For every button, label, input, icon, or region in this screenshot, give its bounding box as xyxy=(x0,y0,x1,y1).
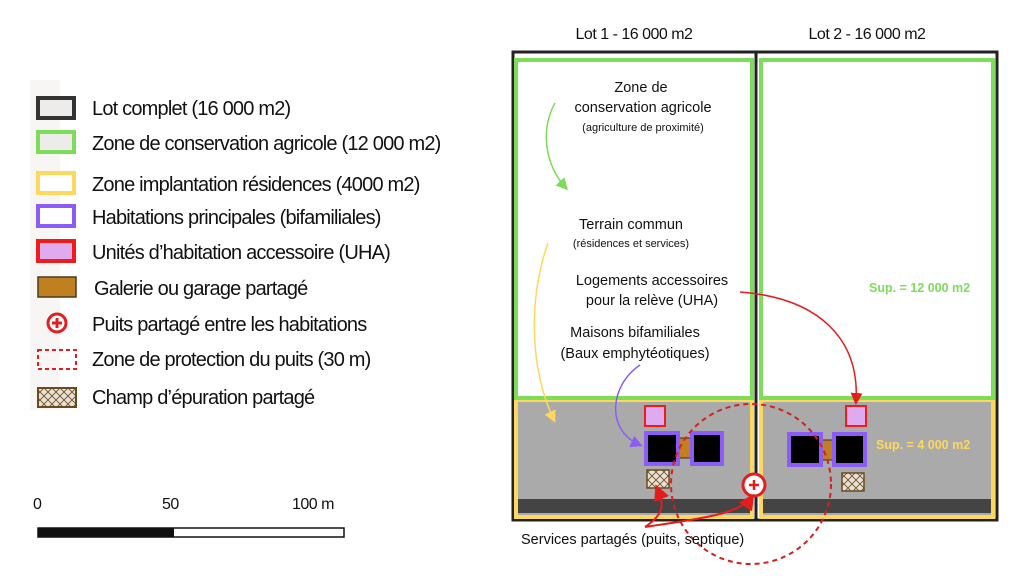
well-plus-icon xyxy=(741,472,767,498)
septic-field xyxy=(841,472,865,492)
maisons-label: Maisons bifamiliales xyxy=(570,325,700,341)
legend-item-house: Habitations principales (bifamiliales) xyxy=(36,204,382,229)
legend-label: Lot complet (16 000 m2) xyxy=(92,98,291,120)
scale-tick-label: 0 xyxy=(33,496,42,513)
legend-item-protection: Zone de protection du puits (30 m) xyxy=(37,349,371,371)
terrain-commun-sublabel: (résidences et services) xyxy=(573,238,689,250)
scale-tick-label: 50 xyxy=(162,496,179,513)
house xyxy=(832,432,867,467)
house xyxy=(787,432,823,467)
legend-label: Unités d’habitation accessoire (UHA) xyxy=(92,242,390,264)
lot1-agri-zone xyxy=(514,58,754,400)
legend-item-agri: Zone de conservation agricole (12 000 m2… xyxy=(36,130,441,155)
legend-label: Zone implantation résidences (4000 m2) xyxy=(92,174,420,196)
legend-item-well: Puits partagé entre les habitations xyxy=(46,312,368,336)
house xyxy=(690,431,724,466)
hatch-swatch-icon xyxy=(37,387,77,408)
red-arrow-icon xyxy=(739,291,863,405)
legend: Lot complet (16 000 m2) Zone de conserva… xyxy=(30,80,441,410)
house-swatch-icon xyxy=(36,204,76,228)
legend-item-uha: Unités d’habitation accessoire (UHA) xyxy=(36,239,391,264)
res-swatch-icon xyxy=(36,171,76,195)
lot2-agri-zone xyxy=(759,58,995,400)
yellow-arrow-icon xyxy=(533,242,556,423)
agri-swatch-icon xyxy=(36,130,76,154)
terrain-commun-label: Terrain commun xyxy=(579,217,683,233)
legend-label: Champ d’épuration partagé xyxy=(92,387,315,409)
lot1-title: Lot 1 - 16 000 m2 xyxy=(576,26,694,43)
purple-arrow-icon xyxy=(614,364,643,447)
well-protection-zone xyxy=(670,403,832,565)
septic-field xyxy=(646,469,670,489)
green-arrow-icon xyxy=(545,102,569,191)
legend-label: Puits partagé entre les habitations xyxy=(92,314,367,336)
lot-swatch-icon xyxy=(36,96,76,120)
red-arrow-icon xyxy=(644,493,755,528)
logements-label: Logements accessoires xyxy=(576,273,728,289)
logements-label: pour la relève (UHA) xyxy=(586,293,718,309)
services-label: Services partagés (puits, septique) xyxy=(521,532,744,548)
legend-label: Zone de conservation agricole (12 000 m2… xyxy=(92,133,441,155)
uha-unit xyxy=(845,405,867,427)
uha-swatch-icon xyxy=(36,239,76,263)
legend-item-septic: Champ d’épuration partagé xyxy=(37,387,316,409)
road xyxy=(518,499,750,513)
well-plus-icon xyxy=(46,312,68,334)
road xyxy=(763,499,991,513)
legend-item-res: Zone implantation résidences (4000 m2) xyxy=(36,171,421,196)
legend-item-lot: Lot complet (16 000 m2) xyxy=(36,96,291,120)
legend-label: Galerie ou garage partagé xyxy=(94,278,308,300)
sup-agri-label: Sup. = 12 000 m2 xyxy=(869,281,970,295)
scale-bar: 0 50 100 m xyxy=(33,496,345,538)
legend-label: Habitations principales (bifamiliales) xyxy=(92,207,381,229)
uha-unit xyxy=(644,405,666,427)
legend-item-garage: Galerie ou garage partagé xyxy=(37,276,309,300)
garage-swatch-icon xyxy=(37,276,77,298)
lots-plan: Zone de conservation agricole (agricultu… xyxy=(511,50,999,565)
house xyxy=(644,431,680,466)
zone-conservation-sublabel: (agriculture de proximité) xyxy=(582,122,704,134)
scale-tick-label: 100 m xyxy=(292,496,334,513)
red-arrow-icon xyxy=(644,484,670,528)
sup-res-label: Sup. = 4 000 m2 xyxy=(876,438,970,452)
legend-label: Zone de protection du puits (30 m) xyxy=(92,349,371,371)
zone-conservation-label: Zone de xyxy=(614,80,667,96)
lot2-title: Lot 2 - 16 000 m2 xyxy=(809,26,927,43)
zone-conservation-label: conservation agricole xyxy=(574,100,711,116)
maisons-label: (Baux emphytéotiques) xyxy=(560,346,709,362)
